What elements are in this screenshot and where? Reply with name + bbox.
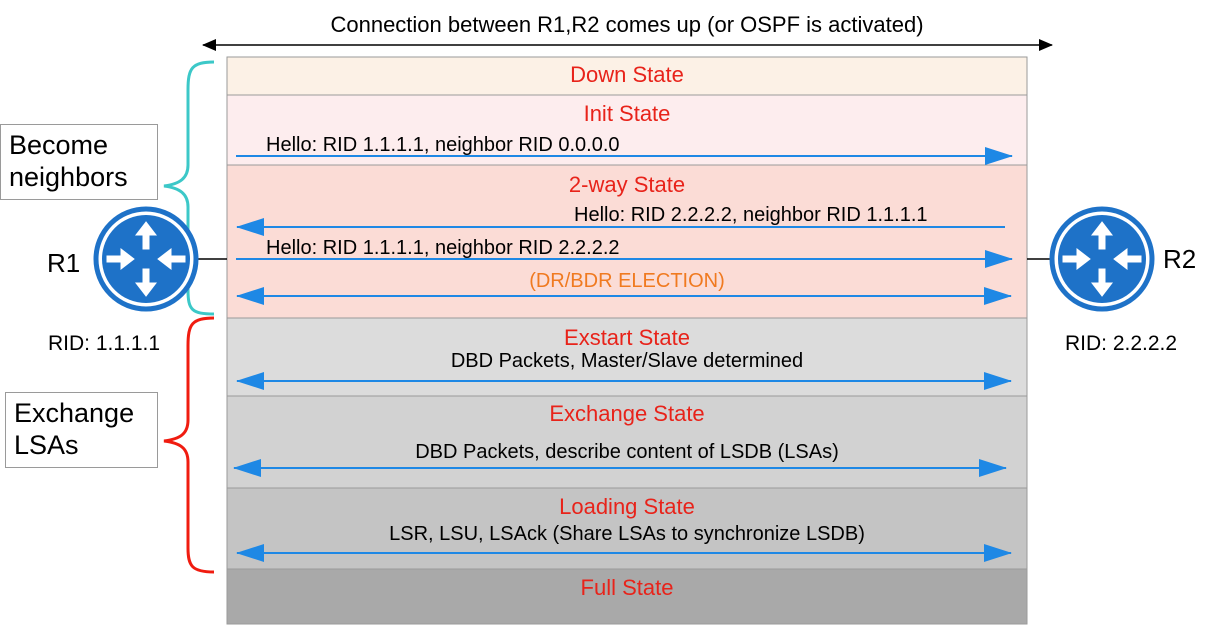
exchange-brace <box>163 316 215 574</box>
r1-label: R1 <box>47 248 81 278</box>
state-title-full: Full State <box>580 575 674 600</box>
state-title-loading: Loading State <box>559 494 695 519</box>
state-title-down: Down State <box>570 62 684 87</box>
r1-rid: RID: 1.1.1.1 <box>48 332 161 355</box>
become-neighbors-line1: Become <box>9 130 109 160</box>
exchange-lsas-line2: LSAs <box>14 430 79 460</box>
exstart-label: DBD Packets, Master/Slave determined <box>450 350 804 372</box>
neighbors-brace <box>163 60 215 316</box>
r2-rid: RID: 2.2.2.2 <box>1065 332 1178 355</box>
exchange-label: DBD Packets, describe content of LSDB (L… <box>415 441 839 463</box>
connection-title: Connection between R1,R2 comes up (or OS… <box>330 12 924 37</box>
twoway-hello-r1-label: Hello: RID 1.1.1.1, neighbor RID 2.2.2.2 <box>266 237 620 259</box>
state-title-exstart: Exstart State <box>564 325 690 350</box>
loading-label: LSR, LSU, LSAck (Share LSAs to synchroni… <box>389 523 865 545</box>
band-init-state <box>226 94 1028 166</box>
r1-router-icon <box>93 206 199 312</box>
band-full-state <box>226 568 1028 625</box>
become-neighbors-box: Become neighbors <box>0 124 158 200</box>
init-hello-label: Hello: RID 1.1.1.1, neighbor RID 0.0.0.0 <box>266 134 620 156</box>
dr-bdr-label: (DR/BDR ELECTION) <box>529 270 725 292</box>
state-title-init: Init State <box>583 101 671 126</box>
exchange-lsas-line1: Exchange <box>14 398 135 428</box>
become-neighbors-line2: neighbors <box>9 162 128 192</box>
exchange-lsas-box: Exchange LSAs <box>5 392 158 468</box>
state-title-exchange: Exchange State <box>549 401 705 426</box>
state-title-2way: 2-way State <box>568 172 686 197</box>
r2-label: R2 <box>1163 244 1197 274</box>
r2-router-icon <box>1049 206 1155 312</box>
twoway-hello-r2-label: Hello: RID 2.2.2.2, neighbor RID 1.1.1.1 <box>574 204 928 226</box>
